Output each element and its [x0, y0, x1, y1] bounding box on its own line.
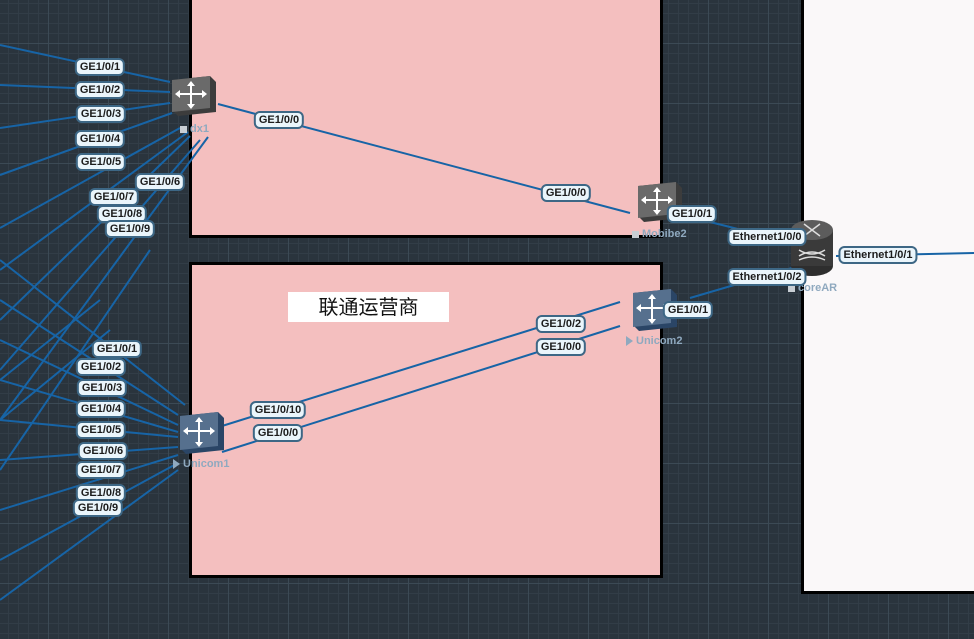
- device-label-dx1: dx1: [180, 123, 209, 135]
- port-label[interactable]: GE1/0/5: [75, 153, 127, 171]
- triangle-marker-icon: [626, 336, 633, 347]
- port-label[interactable]: GE1/0/0: [253, 111, 305, 129]
- link-line[interactable]: [0, 135, 191, 321]
- square-marker-icon: [180, 125, 187, 133]
- port-label[interactable]: GE1/0/3: [76, 379, 128, 397]
- port-label[interactable]: GE1/0/1: [666, 205, 718, 223]
- switch-icon: [180, 412, 224, 454]
- device-label-unicom2: Unicom2: [626, 335, 682, 347]
- link-line[interactable]: [0, 469, 179, 601]
- switch-icon: [638, 182, 682, 222]
- port-label[interactable]: GE1/0/1: [91, 340, 143, 358]
- device-label-unicom1: Unicom1: [173, 458, 229, 470]
- triangle-marker-icon: [173, 459, 180, 470]
- link-line[interactable]: [0, 299, 179, 416]
- switch-icon: [172, 76, 216, 116]
- device-label-mobibe2: Mobibe2: [632, 228, 687, 240]
- port-label[interactable]: GE1/0/4: [75, 400, 127, 418]
- port-label[interactable]: GE1/0/0: [252, 424, 304, 442]
- port-label[interactable]: GE1/0/4: [74, 130, 126, 148]
- device-unicom1[interactable]: [178, 410, 226, 461]
- link-line[interactable]: [0, 329, 111, 421]
- area-title-unicom[interactable]: 联通运营商: [288, 292, 449, 322]
- port-label[interactable]: GE1/0/3: [75, 105, 127, 123]
- link-line[interactable]: [0, 454, 179, 511]
- port-label[interactable]: Ethernet1/0/1: [838, 246, 918, 264]
- port-label[interactable]: GE1/0/1: [74, 58, 126, 76]
- port-label[interactable]: GE1/0/2: [535, 315, 587, 333]
- port-label[interactable]: Ethernet1/0/0: [727, 228, 807, 246]
- port-label[interactable]: GE1/0/2: [75, 358, 127, 376]
- device-label-corear: coreAR: [788, 282, 837, 294]
- device-mobibe2[interactable]: [636, 180, 684, 229]
- port-label[interactable]: GE1/0/1: [662, 301, 714, 319]
- area-right-region[interactable]: [801, 0, 974, 594]
- port-label[interactable]: GE1/0/0: [535, 338, 587, 356]
- port-label[interactable]: GE1/0/2: [74, 81, 126, 99]
- port-label[interactable]: GE1/0/9: [104, 220, 156, 238]
- port-label[interactable]: GE1/0/7: [75, 461, 127, 479]
- link-line[interactable]: [0, 249, 151, 471]
- link-line[interactable]: [0, 299, 101, 381]
- device-dx1[interactable]: [170, 74, 218, 123]
- link-line[interactable]: [0, 127, 181, 229]
- square-marker-icon: [632, 230, 639, 238]
- port-label[interactable]: GE1/0/0: [540, 184, 592, 202]
- port-label[interactable]: GE1/0/6: [77, 442, 129, 460]
- port-label[interactable]: GE1/0/5: [75, 421, 127, 439]
- link-line[interactable]: [0, 259, 186, 406]
- port-label[interactable]: GE1/0/10: [249, 401, 307, 419]
- square-marker-icon: [788, 284, 795, 292]
- switch-icon: [633, 289, 677, 331]
- port-label[interactable]: GE1/0/9: [72, 499, 124, 517]
- port-label[interactable]: Ethernet1/0/2: [727, 268, 807, 286]
- port-label[interactable]: GE1/0/6: [134, 173, 186, 191]
- port-label[interactable]: GE1/0/7: [88, 188, 140, 206]
- device-unicom2[interactable]: [631, 287, 679, 338]
